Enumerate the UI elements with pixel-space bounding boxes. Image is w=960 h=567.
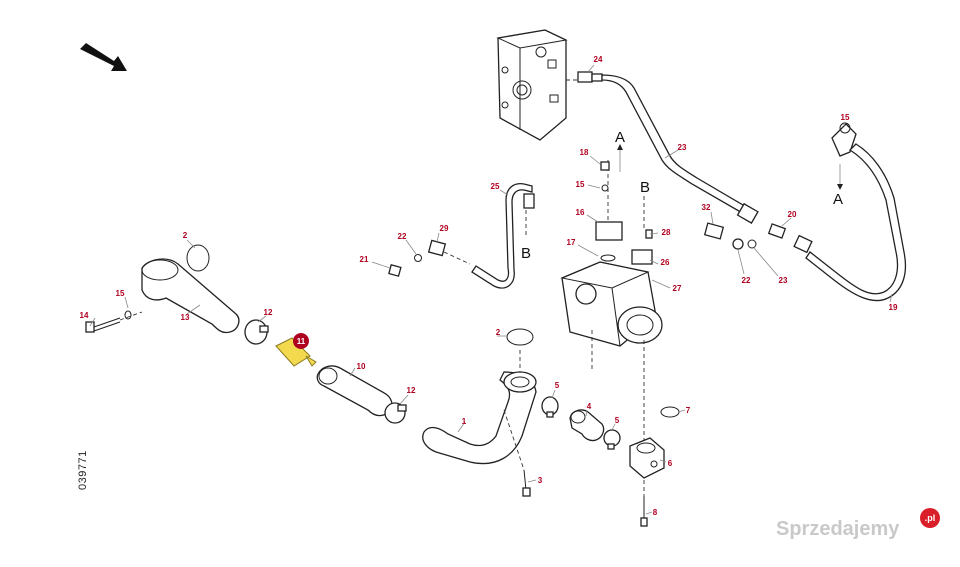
flange-6 (629, 437, 665, 479)
flow-arrow-a-top (617, 144, 623, 172)
callout-15-top: 15 (576, 180, 585, 189)
fitting-32 (703, 222, 725, 240)
hydraulic-pump (560, 160, 663, 520)
hose-4 (569, 409, 605, 442)
callout-17: 16 (576, 208, 585, 217)
flow-label-a-right: A (833, 191, 843, 208)
callout-3: 3 (538, 476, 543, 485)
suction-pipe-1 (422, 371, 537, 465)
callout-12-right: 12 (407, 386, 416, 395)
callout-25: 24 (594, 55, 603, 64)
callout-5-top: 5 (555, 381, 560, 390)
o-ring-7 (660, 406, 680, 418)
flow-label-b-left: B (521, 245, 531, 262)
washer-15-left (124, 310, 132, 320)
drawing-number: 039771 (77, 450, 89, 490)
o-ring-2-left (186, 244, 210, 272)
callout-24: 23 (678, 143, 687, 152)
pipe-24-nut (736, 202, 759, 224)
callout-2-left: 2 (183, 231, 188, 240)
highlighted-part-11: 11 (275, 333, 317, 367)
bolt-14 (85, 311, 143, 333)
watermark-badge-icon (920, 508, 940, 528)
callout-13: 13 (181, 313, 190, 322)
flow-arrow-a-right (837, 164, 843, 190)
callout-20: 19 (889, 303, 898, 312)
callout-15-left: 15 (116, 289, 125, 298)
callout-11: 11 (297, 337, 306, 346)
callout-22-left: 21 (360, 255, 369, 264)
callout-26: 25 (491, 182, 500, 191)
callout-10: 10 (357, 362, 366, 371)
elbow-13 (141, 258, 240, 334)
watermark-text: Sprzedajemy (776, 518, 900, 540)
callout-18: 17 (567, 238, 576, 247)
callout-12-left: 12 (264, 308, 273, 317)
fitting-30 (427, 239, 471, 265)
pipe-26 (471, 182, 533, 289)
pipe-20 (805, 143, 907, 302)
seal-23-right (747, 239, 757, 249)
clamp-12-right (384, 402, 407, 424)
bolt-3 (503, 409, 531, 497)
plug-22-left (388, 264, 402, 277)
callout-22-right: 22 (742, 276, 751, 285)
flow-label-a-top: A (615, 129, 625, 146)
callout-32: 32 (702, 203, 711, 212)
callout-23-left: 22 (398, 232, 407, 241)
callout-6: 6 (668, 459, 673, 468)
fitting-25 (577, 71, 603, 83)
callout-numbers: 1 2 2 3 4 5 5 6 7 8 10 12 12 13 14 15 15… (80, 55, 898, 517)
hose-10 (316, 365, 393, 417)
callout-16: 15 (841, 113, 850, 122)
leader-lines (89, 64, 893, 515)
clamp-5-top (541, 396, 559, 418)
fitting-21 (767, 223, 813, 254)
direction-arrow-icon (80, 43, 127, 71)
seal-23-left (414, 254, 422, 262)
callout-14: 14 (80, 311, 89, 320)
callout-21: 20 (788, 210, 797, 219)
watermark: Sprzedajemy .pl (776, 508, 940, 540)
callout-27: 26 (661, 258, 670, 267)
flow-label-b-top: B (640, 179, 650, 196)
clamp-12-left (244, 319, 269, 345)
pipe-26-nut (523, 193, 535, 209)
bolt-8 (640, 496, 648, 527)
clamp-5-bottom (603, 429, 621, 450)
valve-block (496, 29, 580, 141)
callout-8: 8 (653, 508, 658, 517)
o-ring-2-center (506, 328, 534, 346)
callout-23-right: 23 (779, 276, 788, 285)
callout-19: 18 (580, 148, 589, 157)
callout-1: 1 (462, 417, 467, 426)
callout-29: 28 (662, 228, 671, 237)
watermark-badge: .pl (925, 513, 936, 523)
callout-5-bottom: 5 (615, 416, 620, 425)
callout-7: 7 (686, 406, 691, 415)
elbow-16 (831, 122, 857, 157)
callout-2-center: 2 (496, 328, 501, 337)
plug-22-right (732, 238, 744, 250)
callout-30: 29 (440, 224, 449, 233)
callout-28: 27 (673, 284, 682, 293)
bolt-19 (600, 161, 610, 192)
callout-4: 4 (587, 402, 592, 411)
